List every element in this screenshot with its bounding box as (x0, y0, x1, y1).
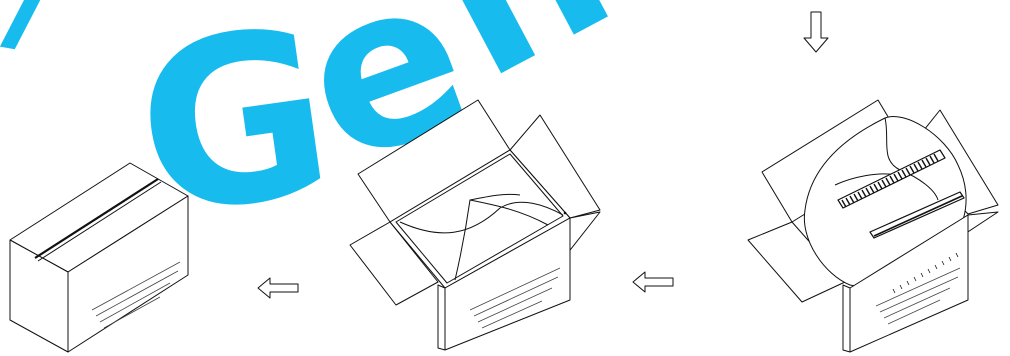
box-label-text (91, 261, 181, 329)
arrow-down (803, 11, 829, 53)
arrow-left-2 (257, 277, 299, 299)
tape-line (34, 178, 159, 259)
box-label-text (469, 267, 561, 329)
closed-box (9, 162, 189, 353)
open-box-with-part (747, 99, 999, 353)
box-label-text (875, 267, 961, 325)
part-rail (837, 149, 965, 239)
arrow-left-1 (632, 271, 674, 293)
open-box-bag-tucked (349, 99, 601, 351)
